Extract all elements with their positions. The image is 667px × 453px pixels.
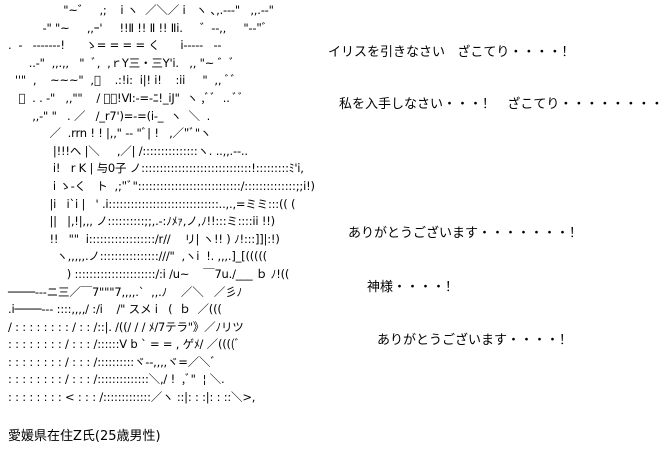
ascii-art-line: ‐" "~ ,,ｰ' !!Ⅱ !! Ⅱ !! Ⅱi. ゛‐-,, "‐-"ﾞ [8,20,268,35]
ascii-art-line: ────---ニ三／￣7"""7,,,,.` ,,.ﾉ ／＼ ／彡ﾉ [8,284,243,299]
dialogue-line-2: 私を入手しなさい・・・！ ざこてり・・・・・・・・・！ [339,97,667,112]
ascii-art-line: || |,!|,,, ノ::::::::::;;,.-:ﾉﾒｧ,ノ,ﾉ!!:::… [8,214,275,229]
ascii-art-line: !! "" i::::::::::::::::::/r// リ| ヽ!! ) ﾉ… [8,231,280,246]
dialogue-line-3: ありがとうございます・・・・・・・！ [348,226,583,241]
ascii-art-line: ,,-" " . ／ /_r7')=-=(i-_ ヽ ＼ . [8,108,211,123]
ascii-art-line: : : : : : : : : / : : : /::::::V b ` = =… [8,337,241,352]
ascii-art-line: ''" , ~~~" ,ﾞ .:!i: i|! i! :ii " ,, ﾞﾞ [8,73,237,88]
ascii-art-line: ) ::::::::::::::::::::::/:i /u~ ￣7u./___… [8,266,290,281]
ascii-art-line: i ゝ‐く ト ,;"ﾞ":::::::::::::::::::::::::::… [8,178,315,193]
ascii-art-line: ／ .rrn ! ! |,," -- "ﾞ| ! ,／"ﾞ"ヽ [8,126,212,141]
ascii-art-line: .i────‐-- ::::,,,,/ :/i /" スメ i ( ｂ ／((( [8,302,222,317]
ascii-art-line: |i i`i | ' .i:::::::::::::::::::::::::::… [8,196,296,211]
ascii-art-line: ..-" ,,.,, " ﾞ, ,ｒY三・三Y'i. ,, "~ ゛ﾞ [8,55,235,70]
ascii-art-line: "~゛ ,; i ヽ ／＼／ i ヽ ､,.-‐‐" ,,.-‐" [8,3,274,17]
dialogue-line-4: 神様・・・・！ [367,280,459,295]
ascii-art-line: : : : : : : : : / : : : /::::::::::::::＼… [8,372,225,387]
ascii-art-line: . ‐ -------! ゝ= = = = く i----- -- [8,38,222,53]
ascii-art-line: / : : : : : : : : / : : /::|. /((/ / / ﾒ… [8,319,244,334]
ascii-art-line: : : : : : : : : < : : : /:::::::::::::／ヽ… [8,390,256,405]
ascii-art-line: : : : : : : : : / : : : /::::::::::ヾ‐‐,,… [8,354,217,369]
ascii-art-line: |!!!ヘ |＼ ,／| /:::::::::::::::ヽ. ..,,.--.… [8,143,248,158]
dialogue-line-1: イリスを引きなさい ざこてり・・・・！ [328,45,575,60]
ascii-art: "~゛ ,; i ヽ ／＼／ i ヽ ､,.-‐‐" ,,.-‐" ‐" "~ … [8,2,315,407]
dialogue-line-5: ありがとうございます・・・・！ [377,333,573,348]
caption: 愛媛県在住Z氏(25歳男性) [8,429,161,444]
ascii-art-line: i! r K | 与0子 ノ::::::::::::::::::::::::::… [8,161,304,176]
ascii-art-line: ヽ,,,,,.ノ::::::::::::::::///" ,ヽi !. ,,,.… [8,249,267,264]
ascii-art-line: ﾞ . . -" ,,"" / ⌒ﾞ!Ⅵ:-=-ﾆ!_iJ" ヽ ,ﾞﾞ .. … [8,90,244,105]
